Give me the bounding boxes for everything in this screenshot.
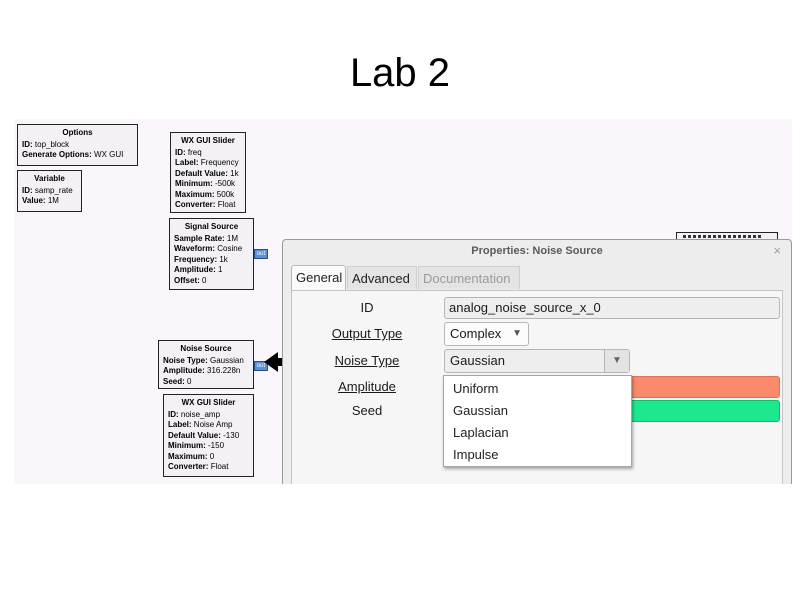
left-arrow-icon <box>264 352 298 372</box>
block-param: ID: freq <box>175 147 202 157</box>
noise-type-value: Gaussian <box>450 353 505 368</box>
block-param: Waveform: Cosine <box>174 244 243 253</box>
dialog-title: Properties: Noise Source <box>471 245 603 257</box>
block-title: Options <box>62 128 93 137</box>
block-title: WX GUI Slider <box>181 136 235 145</box>
id-label: ID <box>360 300 374 315</box>
block-param: Noise Type: Gaussian <box>163 355 244 365</box>
wx-gui-slider-freq-block[interactable]: WX GUI Slider ID: freq Label: Frequency … <box>170 132 246 213</box>
chevron-down-icon[interactable]: ▼ <box>604 350 629 372</box>
noise-type-select[interactable]: Gaussian ▼ <box>444 349 630 373</box>
block-param: Offset: 0 <box>174 275 207 285</box>
block-title: Variable <box>34 174 65 183</box>
block-param: Converter: Float <box>175 200 236 209</box>
block-param: Minimum: -500k <box>175 179 236 188</box>
menu-item-uniform[interactable]: Uniform <box>453 381 499 396</box>
output-type-value: Complex <box>450 326 502 341</box>
noise-type-label: Noise Type <box>334 353 400 368</box>
block-param: Maximum: 500k <box>175 189 235 199</box>
block-param: Sample Rate: 1M <box>174 233 239 243</box>
block-param: Amplitude: 1 <box>174 265 223 274</box>
block-param: Minimum: -150 <box>168 441 225 450</box>
seed-label: Seed <box>351 403 383 418</box>
block-param: Frequency: 1k <box>174 254 228 264</box>
variable-block[interactable]: Variable ID: samp_rate Value: 1M <box>17 170 82 212</box>
output-type-select[interactable]: Complex ▼ <box>444 322 529 346</box>
options-block[interactable]: Options ID: top_block Generate Options: … <box>17 124 138 166</box>
block-param: Label: Frequency <box>175 158 239 167</box>
obscured-block-label <box>683 235 763 238</box>
tab-advanced[interactable]: Advanced <box>347 266 417 289</box>
chevron-down-icon: ▼ <box>512 328 522 339</box>
menu-item-laplacian[interactable]: Laplacian <box>453 425 509 440</box>
amplitude-label: Amplitude <box>338 379 396 394</box>
block-param: Maximum: 0 <box>168 451 215 461</box>
block-param: Seed: 0 <box>163 376 192 386</box>
wx-gui-slider-noise-block[interactable]: WX GUI Slider ID: noise_amp Label: Noise… <box>163 394 254 477</box>
properties-dialog: Properties: Noise Source × General Advan… <box>282 239 792 484</box>
tab-documentation[interactable]: Documentation <box>418 266 520 289</box>
block-param: ID: noise_amp <box>168 409 221 419</box>
block-title: Noise Source <box>180 344 232 353</box>
id-field[interactable]: analog_noise_source_x_0 <box>444 297 780 319</box>
block-param: Converter: Float <box>168 462 229 471</box>
noise-source-block[interactable]: Noise Source Noise Type: Gaussian Amplit… <box>158 340 254 389</box>
block-param: Generate Options: WX GUI <box>22 150 124 159</box>
block-param: Default Value: 1k <box>175 168 239 178</box>
block-title: WX GUI Slider <box>181 398 236 407</box>
block-param: Amplitude: 316.228n <box>163 366 241 375</box>
block-param: ID: samp_rate <box>22 185 73 195</box>
tab-general[interactable]: General <box>291 265 346 290</box>
menu-item-impulse[interactable]: Impulse <box>453 447 499 462</box>
block-title: Signal Source <box>184 222 239 231</box>
block-param: Value: 1M <box>22 196 59 205</box>
noise-type-dropdown-menu: Uniform Gaussian Laplacian Impulse <box>443 375 632 467</box>
flowgraph-canvas[interactable]: Options ID: top_block Generate Options: … <box>14 119 792 484</box>
signal-source-out-port[interactable]: out <box>254 249 268 259</box>
block-param: Label: Noise Amp <box>168 420 233 429</box>
noise-source-out-port[interactable]: out <box>254 361 268 371</box>
close-icon[interactable]: × <box>773 243 781 258</box>
signal-source-block[interactable]: Signal Source Sample Rate: 1M Waveform: … <box>169 218 254 290</box>
block-param: ID: top_block <box>22 139 70 149</box>
slide-title: Lab 2 <box>349 51 451 95</box>
output-type-label: Output Type <box>331 326 403 341</box>
menu-item-gaussian[interactable]: Gaussian <box>453 403 508 418</box>
block-param: Default Value: -130 <box>168 430 240 440</box>
